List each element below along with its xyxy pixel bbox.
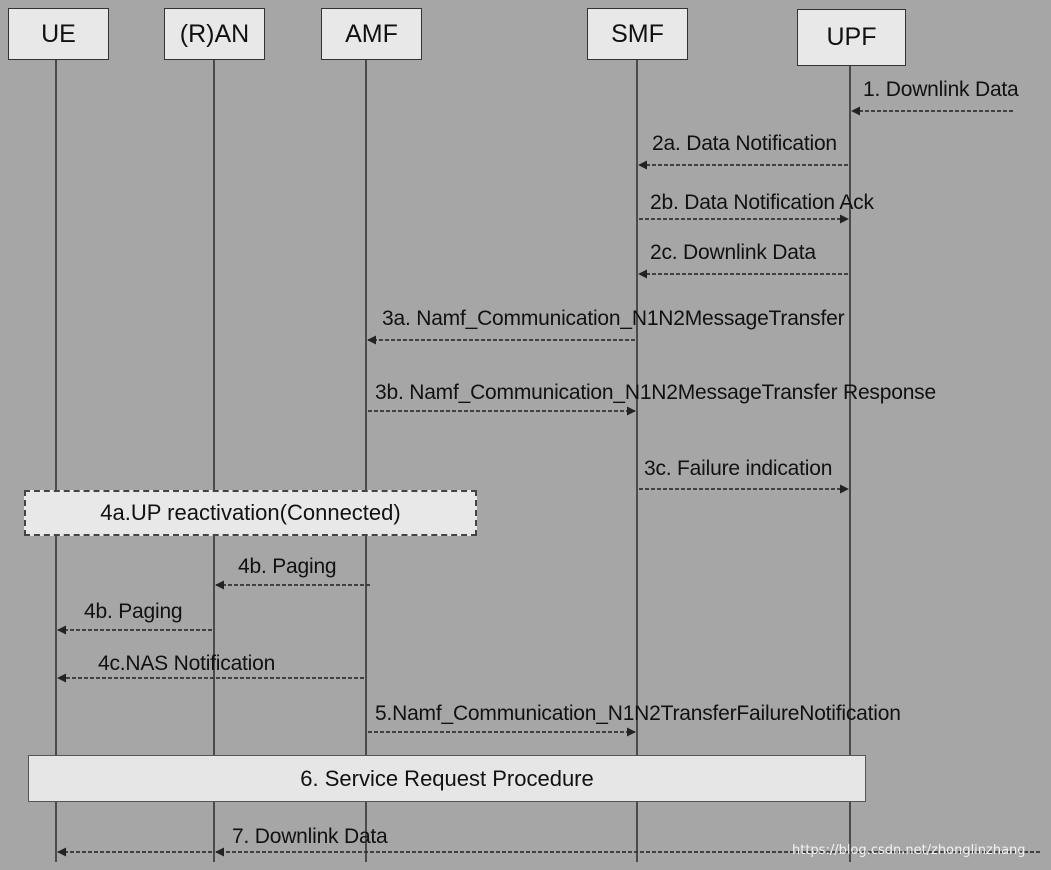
watermark-text: https://blog.csdn.net/zhonglinzhang bbox=[792, 843, 1026, 858]
participant-ue-label: UE bbox=[41, 19, 76, 48]
message-arrows bbox=[57, 106, 1040, 857]
block-6-label: 6. Service Request Procedure bbox=[300, 765, 594, 791]
participant-amf: AMF bbox=[321, 8, 422, 60]
label-4c-nas-notification: 4c.NAS Notification bbox=[98, 652, 276, 675]
label-2c-downlink-data: 2c. Downlink Data bbox=[650, 241, 816, 264]
label-1-downlink-data: 1. Downlink Data bbox=[863, 78, 1019, 101]
block-6-service-request: 6. Service Request Procedure bbox=[28, 755, 866, 802]
label-2b-data-notification-ack: 2b. Data Notification Ack bbox=[650, 191, 874, 214]
participant-ran: (R)AN bbox=[164, 8, 265, 60]
label-2a-data-notification: 2a. Data Notification bbox=[652, 132, 837, 155]
participant-amf-label: AMF bbox=[345, 19, 398, 48]
label-4b-paging-ue: 4b. Paging bbox=[84, 600, 183, 623]
participant-smf: SMF bbox=[587, 8, 688, 60]
label-7-downlink-data: 7. Downlink Data bbox=[232, 825, 388, 848]
label-3b-n1n2-message-transfer-response: 3b. Namf_Communication_N1N2MessageTransf… bbox=[375, 381, 936, 404]
participant-smf-label: SMF bbox=[611, 19, 664, 48]
block-4a-up-reactivation: 4a.UP reactivation(Connected) bbox=[24, 490, 477, 536]
label-4b-paging-ran: 4b. Paging bbox=[238, 555, 337, 578]
participant-upf: UPF bbox=[797, 9, 906, 66]
participant-ue: UE bbox=[8, 8, 109, 60]
label-3a-n1n2-message-transfer: 3a. Namf_Communication_N1N2MessageTransf… bbox=[382, 307, 845, 330]
participant-ran-label: (R)AN bbox=[179, 19, 250, 48]
label-3c-failure-indication: 3c. Failure indication bbox=[644, 457, 833, 480]
lifelines bbox=[55, 60, 851, 862]
label-5-transfer-failure-notification: 5.Namf_Communication_N1N2TransferFailure… bbox=[375, 702, 901, 725]
block-4a-label: 4a.UP reactivation(Connected) bbox=[100, 500, 401, 525]
participant-upf-label: UPF bbox=[826, 23, 877, 51]
